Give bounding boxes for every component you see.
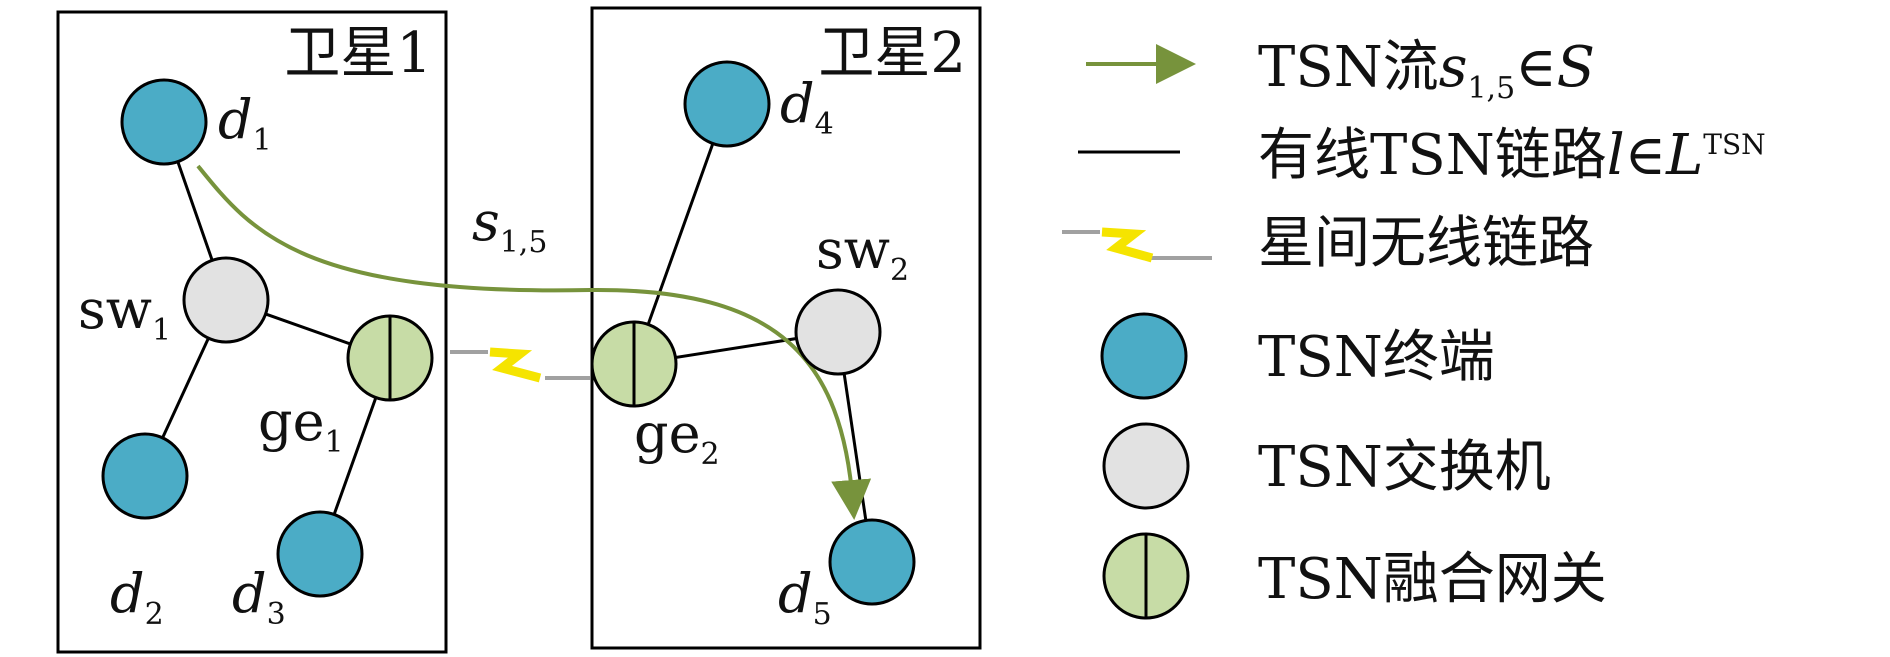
gateway-node-ge1 [346,314,434,402]
label-sw1: sw1 [78,278,171,348]
label-sw2: sw2 [816,218,909,288]
terminal-node-d3 [276,510,364,598]
legend-flow-text: TSN流s1,5∈S [1258,35,1595,106]
legend-wireless-text: 星间无线链路 [1258,211,1594,276]
legend-terminal-text: TSN终端 [1258,325,1495,390]
label-d2: d2 [110,562,164,632]
legend-switch-text: TSN交换机 [1258,435,1551,500]
label-ge1: ge1 [258,390,344,460]
switch-node-sw1 [182,256,270,344]
legend-gateway-text: TSN融合网关 [1258,547,1607,612]
legend-wireless-icon [1062,227,1212,263]
label-d5: d5 [778,562,832,632]
legend-gateway-icon [1102,532,1190,620]
tsn-flow-arrow [196,164,872,520]
satellite-box-2 [590,6,982,650]
terminal-node-d1 [120,78,208,166]
satellite-title-2: 卫星2 [818,21,966,86]
switch-node-sw2 [794,288,882,376]
legend-terminal-icon [1100,312,1188,400]
terminal-node-d4 [683,60,771,148]
link-d4-ge2 [632,103,729,365]
label-d1: d1 [218,88,272,158]
legend-wired-text: 有线TSN链路l∈LTSN [1258,123,1766,188]
terminal-node-d5 [828,518,916,606]
label-d4: d4 [780,72,834,142]
satellite-box-1 [56,10,448,654]
satellite-title-1: 卫星1 [284,21,432,86]
gateway-node-ge2 [590,320,678,408]
wireless-link [450,347,590,383]
terminal-node-d2 [101,432,189,520]
legend: TSN流s1,5∈S 有线TSN链路l∈LTSN 星间无线链路 TSN终端 TS… [1062,35,1766,620]
label-d3: d3 [232,562,286,632]
label-ge2: ge2 [634,402,720,472]
legend-switch-icon [1102,422,1190,510]
flow-label: s1,5 [472,190,547,260]
